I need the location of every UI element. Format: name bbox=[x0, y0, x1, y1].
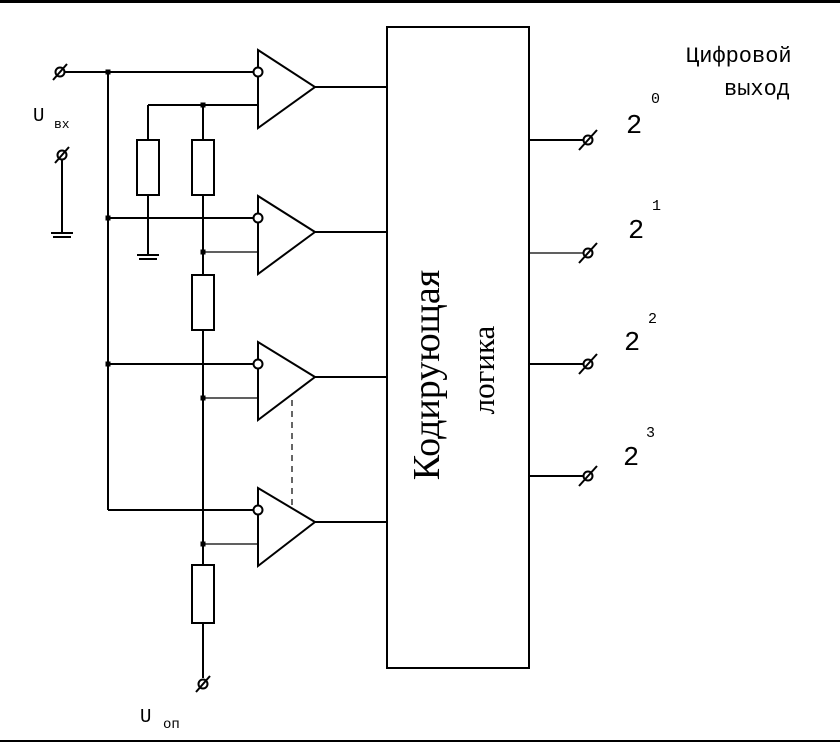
output-terminal-bit2 bbox=[578, 353, 598, 375]
bit-label-0-exp: 0 bbox=[651, 91, 660, 108]
encoder-label-line1: Кодирующая bbox=[406, 270, 448, 481]
output-title-line2: выход bbox=[724, 77, 790, 102]
comparator-1 bbox=[252, 48, 317, 130]
output-title-line1: Цифровой bbox=[686, 44, 792, 69]
ground-terminal bbox=[54, 146, 70, 164]
resistor-2 bbox=[191, 274, 215, 331]
bit-label-1-exp: 1 bbox=[652, 198, 661, 215]
reference-terminal bbox=[195, 675, 211, 693]
encoder-label-line2: логика bbox=[466, 325, 501, 414]
input-label-subscript: вх bbox=[54, 117, 70, 132]
resistor-ground bbox=[136, 139, 160, 196]
output-terminal-bit0 bbox=[578, 129, 598, 151]
input-terminal bbox=[52, 63, 68, 81]
output-terminal-bit1 bbox=[578, 242, 598, 264]
ground-icon bbox=[137, 254, 159, 260]
bit-label-3-base: 2 bbox=[623, 444, 639, 474]
bit-label-3-exp: 3 bbox=[646, 425, 655, 442]
bit-label-1-base: 2 bbox=[628, 217, 644, 247]
comparator-4 bbox=[252, 486, 317, 569]
bit-label-2-exp: 2 bbox=[648, 311, 657, 328]
reference-label-subscript: оп bbox=[163, 717, 180, 733]
resistor-3 bbox=[191, 564, 215, 624]
reference-label: U bbox=[140, 706, 151, 728]
ground-icon bbox=[51, 232, 73, 238]
input-label: U bbox=[33, 105, 44, 127]
comparator-2 bbox=[252, 194, 317, 276]
bus-junctions bbox=[105, 69, 111, 367]
resistor-1 bbox=[191, 139, 215, 196]
bit-label-0-base: 2 bbox=[626, 112, 642, 142]
comparator-3 bbox=[252, 340, 317, 423]
bit-label-2-base: 2 bbox=[624, 329, 640, 359]
output-terminal-bit3 bbox=[578, 465, 598, 487]
encoder-block bbox=[386, 26, 530, 669]
